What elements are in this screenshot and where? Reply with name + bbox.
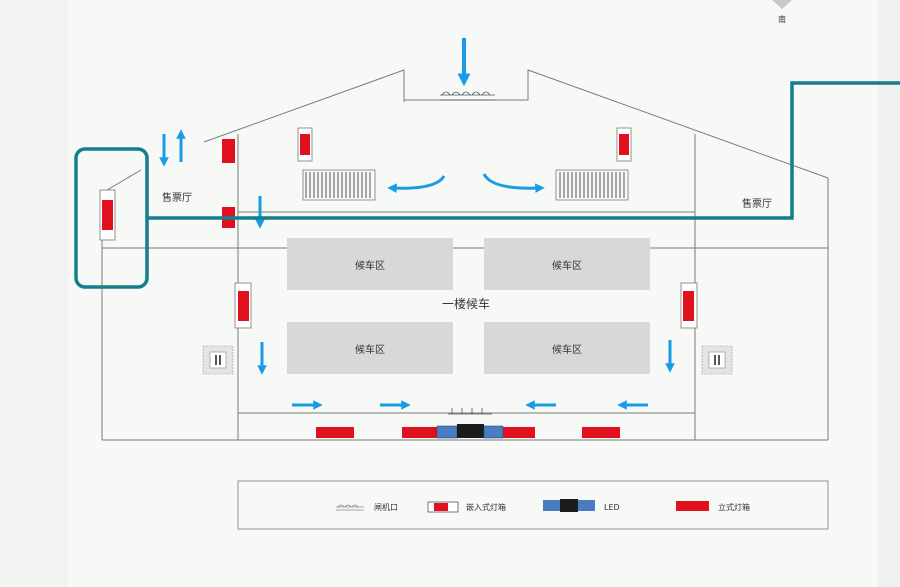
building-outline — [101, 69, 829, 441]
standing-lightboxes — [222, 139, 620, 438]
main-hall-label: 一楼候车 — [442, 296, 490, 311]
left-margin-band — [0, 0, 68, 587]
arrow — [482, 173, 545, 193]
embedded-lightbox-icon — [427, 501, 459, 513]
legend-label: 立式灯箱 — [718, 502, 750, 512]
gate-icon — [336, 504, 364, 511]
waiting-zone-label: 候车区 — [552, 259, 582, 272]
embedded-lightboxes — [99, 127, 698, 329]
legend: 闸机口 嵌入式灯箱 LED 立式灯箱 — [237, 480, 829, 530]
led-screen-icon — [543, 499, 595, 512]
legend-label: LED — [604, 503, 620, 512]
standing-lightbox-icon — [676, 501, 709, 511]
waiting-zone-label: 候车区 — [552, 343, 582, 356]
highlight-annotation — [74, 81, 900, 289]
compass-label: 南 — [778, 14, 786, 24]
waiting-zone-label: 候车区 — [355, 343, 385, 356]
flow-arrows — [159, 38, 675, 410]
escalator-left-icon — [302, 169, 376, 201]
legend-label: 嵌入式灯箱 — [466, 502, 506, 512]
bottom-gate-led-icon — [436, 408, 504, 439]
right-margin-band — [878, 0, 900, 587]
restroom-left-icon — [202, 345, 234, 375]
escalator-right-icon — [555, 169, 629, 201]
legend-label: 闸机口 — [374, 502, 398, 512]
top-gate-icon — [440, 91, 495, 101]
waiting-zone-2 — [484, 238, 650, 290]
waiting-zone-1 — [287, 238, 453, 290]
arrow — [387, 175, 446, 194]
waiting-zones: 候车区 候车区 候车区 候车区 — [287, 238, 650, 374]
ticket-hall-right-label: 售票厅 — [742, 197, 772, 210]
ticket-hall-left-label: 售票厅 — [162, 191, 192, 204]
waiting-zone-3 — [287, 322, 453, 374]
waiting-zone-4 — [484, 322, 650, 374]
compass-icon: 南 — [772, 0, 792, 24]
waiting-zone-label: 候车区 — [355, 259, 385, 272]
restroom-right-icon — [701, 345, 733, 375]
